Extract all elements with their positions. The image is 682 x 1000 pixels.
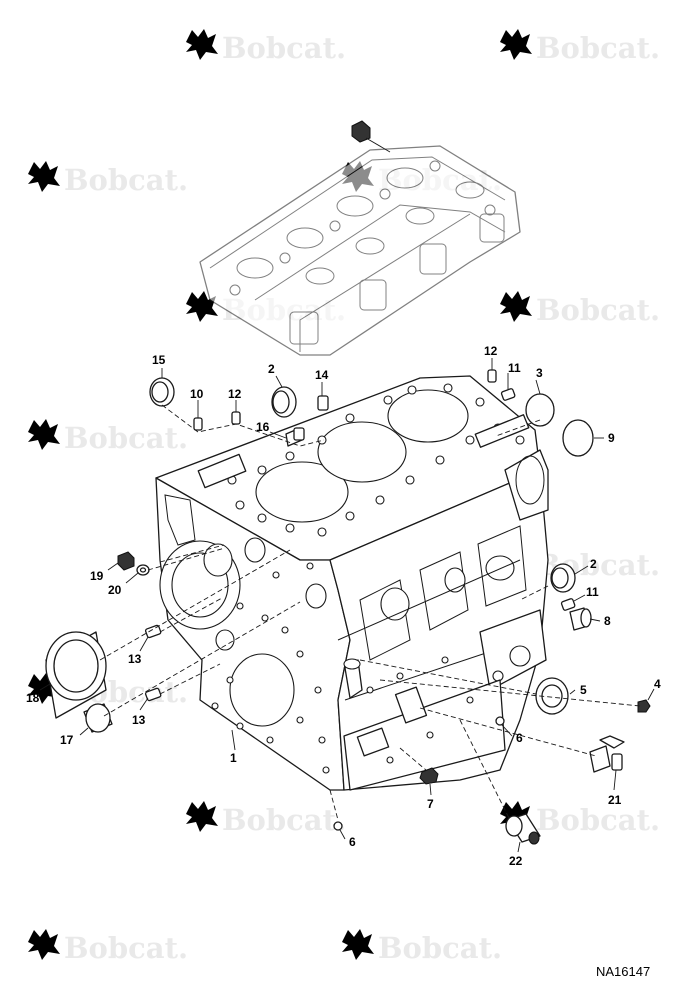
ball-6a-part bbox=[495, 716, 505, 726]
callout-17: 17 bbox=[60, 733, 74, 747]
watermark-text: Bobcat. bbox=[64, 421, 188, 455]
dowel-14-part bbox=[317, 395, 329, 411]
callout-7: 7 bbox=[427, 797, 434, 811]
watermark-logo: Bobcat. bbox=[186, 801, 346, 837]
callout-3: 3 bbox=[536, 366, 543, 380]
watermark-logo: Bobcat. bbox=[500, 29, 660, 65]
callout-11: 11 bbox=[508, 361, 521, 375]
watermark-text: Bobcat. bbox=[222, 31, 346, 65]
callout-18: 18 bbox=[26, 691, 40, 705]
watermark-logo: Bobcat. bbox=[500, 801, 660, 837]
watermark-logo: Bobcat. bbox=[28, 929, 188, 965]
bolt-4-part bbox=[637, 699, 651, 713]
switch-22-part bbox=[505, 813, 541, 845]
callout-16: 16 bbox=[256, 420, 270, 434]
plug-7-part bbox=[419, 767, 439, 785]
pin-12a-part bbox=[231, 411, 241, 425]
cylinder-head bbox=[199, 145, 521, 356]
watermark-logo: Bobcat. bbox=[500, 291, 660, 327]
callout-10: 10 bbox=[190, 387, 204, 401]
plug-2b-part bbox=[550, 563, 576, 593]
bushing-17-part bbox=[83, 703, 113, 733]
callout-12: 12 bbox=[484, 344, 498, 358]
callout-5: 5 bbox=[580, 683, 587, 697]
callout-21: 21 bbox=[608, 793, 622, 807]
callout-2: 2 bbox=[268, 362, 275, 376]
seal-18-part bbox=[45, 631, 107, 719]
callout-1: 1 bbox=[230, 751, 237, 765]
watermark-text: Bobcat. bbox=[536, 31, 660, 65]
cylinder-block bbox=[155, 375, 549, 791]
ball-6b-part bbox=[333, 821, 343, 831]
callout-13: 13 bbox=[128, 652, 142, 666]
watermark-text: Bobcat. bbox=[222, 803, 346, 837]
callout-20: 20 bbox=[108, 583, 122, 597]
dowel-11b-part bbox=[560, 598, 576, 611]
callout-2: 2 bbox=[590, 557, 597, 571]
pin-12b-part bbox=[487, 369, 497, 383]
dowel-11a-part bbox=[500, 388, 516, 401]
callout-6: 6 bbox=[349, 835, 356, 849]
callout-19: 19 bbox=[90, 569, 104, 583]
callout-14: 14 bbox=[315, 368, 329, 382]
pin-13a-part bbox=[144, 624, 162, 639]
callout-11: 11 bbox=[586, 585, 599, 599]
pin-10-part bbox=[193, 417, 203, 431]
callout-13: 13 bbox=[132, 713, 146, 727]
plug-5-part bbox=[535, 677, 569, 715]
cock-21-part bbox=[589, 735, 625, 773]
callout-15: 15 bbox=[152, 353, 166, 367]
callout-6: 6 bbox=[516, 731, 523, 745]
callout-8: 8 bbox=[604, 614, 611, 628]
washer-20-part bbox=[136, 564, 150, 576]
plug-2a-part bbox=[271, 386, 297, 418]
watermark-text: Bobcat. bbox=[64, 163, 188, 197]
bolt-19-part bbox=[117, 551, 135, 571]
pin-13b-part bbox=[144, 687, 162, 702]
leader-lines bbox=[39, 358, 655, 853]
watermark-logo: Bobcat. bbox=[28, 161, 188, 197]
callout-12: 12 bbox=[228, 387, 242, 401]
plug-3-part bbox=[525, 393, 555, 427]
watermark-logo: Bobcat. bbox=[28, 419, 188, 455]
callout-labels: 15 10 12 2 14 16 12 11 3 9 2 11 8 19 20 … bbox=[26, 344, 661, 868]
watermark-text: Bobcat. bbox=[64, 931, 188, 965]
plug-8-part bbox=[569, 607, 592, 631]
callout-22: 22 bbox=[509, 854, 523, 868]
watermark-text: Bobcat. bbox=[536, 803, 660, 837]
head-stud-part bbox=[351, 120, 391, 153]
callout-9: 9 bbox=[608, 431, 615, 445]
watermark-text: Bobcat. bbox=[378, 931, 502, 965]
watermark-text: Bobcat. bbox=[536, 293, 660, 327]
plug-9-part bbox=[562, 419, 594, 457]
callout-4: 4 bbox=[654, 677, 661, 691]
watermark-logo: Bobcat. bbox=[186, 29, 346, 65]
drawing-reference-number: NA16147 bbox=[596, 964, 650, 979]
watermark-logo: Bobcat. bbox=[342, 929, 502, 965]
plug-15-part bbox=[149, 377, 175, 407]
